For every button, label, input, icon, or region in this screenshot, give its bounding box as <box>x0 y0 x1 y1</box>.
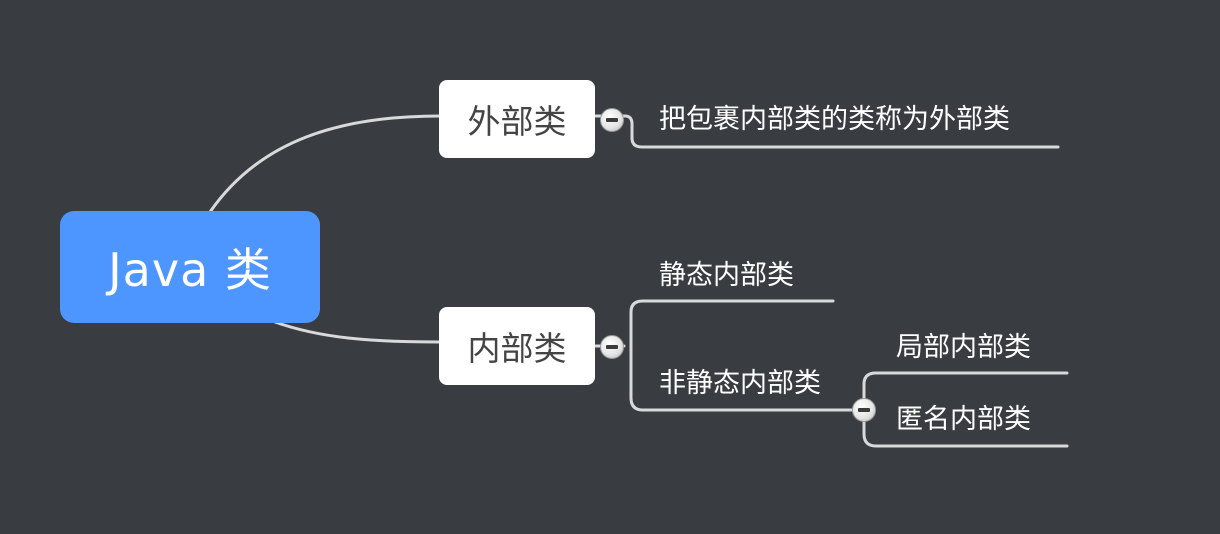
collapse-minus-icon[interactable] <box>600 108 624 132</box>
minus-icon <box>606 345 618 349</box>
branch-node-outer-class-label: 外部类 <box>467 102 567 141</box>
leaf-static-inner-class[interactable]: 静态内部类 <box>659 260 794 291</box>
connector-nonstatic-anonymous <box>862 408 1069 448</box>
connector-inner-nonstatic-branch <box>629 344 854 412</box>
branch-node-inner-class[interactable]: 内部类 <box>439 307 595 385</box>
leaf-outer-class-definition[interactable]: 把包裹内部类的类称为外部类 <box>659 104 1010 135</box>
connector-inner-static-branch <box>629 299 835 348</box>
branch-node-inner-class-label: 内部类 <box>467 329 567 368</box>
leaf-anonymous-inner-class[interactable]: 匿名内部类 <box>896 404 1031 435</box>
connector-root-inner <box>273 320 442 344</box>
collapse-minus-icon[interactable] <box>852 398 876 422</box>
connector-outer-leaf <box>594 114 1060 149</box>
collapse-minus-icon[interactable] <box>600 335 624 359</box>
leaf-local-inner-class[interactable]: 局部内部类 <box>896 332 1031 363</box>
connector-nonstatic-local <box>862 371 1069 412</box>
connector-root-outer <box>208 114 442 214</box>
root-node-label: Java 类 <box>108 243 272 297</box>
leaf-non-static-inner-class[interactable]: 非静态内部类 <box>659 368 821 399</box>
minus-icon <box>606 118 618 122</box>
branch-node-outer-class[interactable]: 外部类 <box>439 80 595 158</box>
root-node[interactable]: Java 类 <box>60 211 320 323</box>
minus-icon <box>858 408 870 412</box>
